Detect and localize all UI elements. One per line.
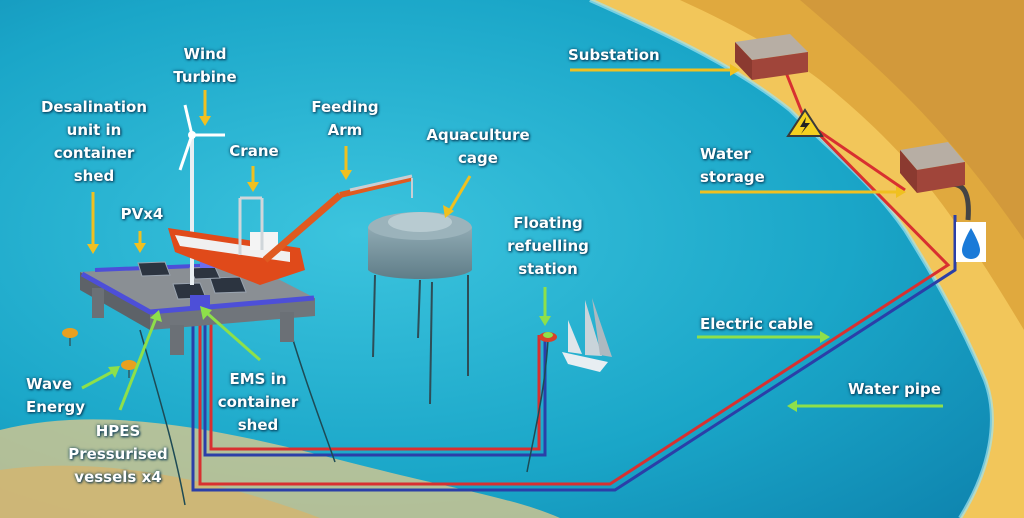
label-feeding-arm: Feeding Arm (311, 98, 379, 139)
water-pipe-station (203, 320, 547, 457)
label-wind-turbine: Wind Turbine (173, 45, 237, 86)
water-drop-icon (956, 222, 986, 262)
mooring-lines (139, 329, 549, 506)
water-storage-building (900, 142, 965, 193)
lightning-warning-icon (786, 108, 824, 137)
yellow-pointers (87, 64, 906, 254)
sailboat (562, 298, 612, 372)
label-water-storage: Water storage (700, 145, 765, 186)
wind-turbine (178, 104, 225, 285)
electric-cable-station (209, 320, 541, 451)
label-pv: PVx4 (120, 205, 164, 223)
electric-cable-main (198, 69, 951, 486)
substation-building (735, 34, 808, 80)
label-floating-refuelling-station: Floating refuelling station (507, 214, 589, 278)
shoreline-foam (589, 0, 994, 518)
ems-shed (190, 295, 210, 307)
cable-routes (191, 69, 971, 492)
label-desalination-unit: Desalination unit in container shed (40, 98, 148, 185)
refuelling-station (539, 332, 557, 342)
aquaculture-cage (368, 212, 472, 405)
label-water-pipe: Water pipe (848, 380, 941, 398)
label-crane: Crane (229, 142, 279, 160)
label-ems-shed: EMS in container shed (217, 370, 299, 434)
wave-energy-buoys (62, 328, 137, 378)
water-pipe-main (191, 215, 957, 492)
label-electric-cable: Electric cable (700, 315, 814, 333)
cliff (800, 0, 1024, 240)
seabed-sand-dark (0, 465, 320, 518)
label-hpes-vessels: HPES Pressurised vessels x4 (68, 422, 168, 486)
service-vessel (168, 196, 305, 285)
green-pointers (81, 287, 943, 412)
label-substation: Substation (568, 46, 660, 64)
feeding-arm (262, 174, 413, 263)
label-wave-energy: Wave Energy (26, 375, 86, 416)
label-aquaculture-cage: Aquaculture cage (426, 126, 530, 167)
electric-cable-storage (809, 123, 906, 192)
